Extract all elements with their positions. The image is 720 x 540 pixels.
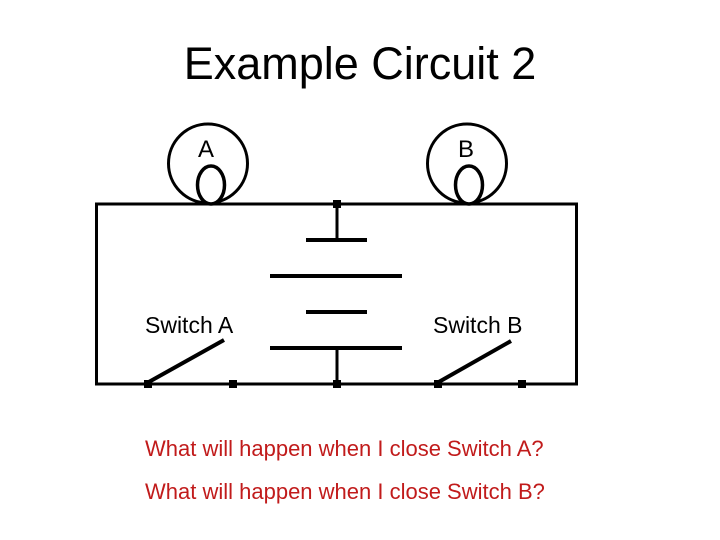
bulb-a-base-icon (195, 164, 227, 206)
question-close-switch-b: What will happen when I close Switch B? (145, 479, 545, 504)
battery-bottom-node (333, 380, 341, 388)
battery-top-node (333, 200, 341, 208)
page-title: Example Circuit 2 (183, 38, 537, 89)
switch-a-blade (146, 338, 225, 385)
bulb-b-label: B (457, 136, 474, 163)
switch-b-label: Switch B (433, 312, 523, 338)
switch-a-contact-node (229, 380, 237, 388)
switch-b-contact-node (518, 380, 526, 388)
switch-a-pivot-node (144, 380, 152, 388)
bulb-a-label: A (197, 136, 214, 163)
switch-b-blade (436, 339, 512, 385)
question-close-switch-a: What will happen when I close Switch A? (145, 436, 544, 461)
switch-b-pivot-node (434, 380, 442, 388)
bulb-b-base-icon (453, 164, 485, 206)
switch-a-label: Switch A (145, 312, 234, 338)
